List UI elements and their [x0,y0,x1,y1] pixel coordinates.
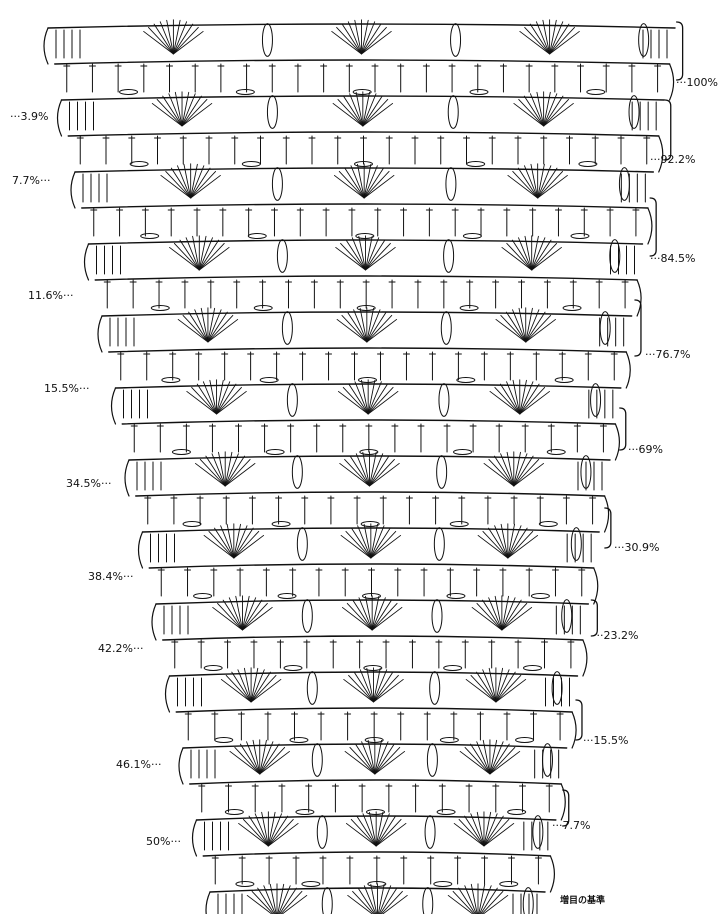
pattern-row [121,419,621,461]
shell-stitch [220,667,318,705]
row-bracket [604,507,612,549]
pattern-row [151,595,590,641]
right-label-7: ···7.7% [552,819,590,832]
right-label-69: ···69% [628,443,663,456]
row-bracket [664,99,672,161]
left-label-42: 42.2%··· [98,642,143,655]
row-bracket [619,407,627,451]
shell-stitch [194,451,303,489]
shell-stitch [333,163,457,201]
pattern-row [94,275,642,317]
increase-reference-caption: 増目の基準 [560,894,605,906]
shell-stitch [212,595,313,633]
shell-stitch [344,739,438,777]
shell-stitch [151,91,278,129]
shell-stitch [335,235,455,273]
shell-stitch [513,91,640,129]
shell-stitch [341,595,443,633]
shell-stitch [169,235,288,273]
row-bracket [649,197,657,257]
right-label-76: ···76.7% [645,348,690,361]
row-bracket [634,299,642,357]
shell-stitch [477,523,582,561]
shell-stitch [332,91,459,129]
left-label-7: 7.7%··· [12,174,50,187]
shell-stitch [501,235,621,273]
shell-stitch [465,667,563,705]
right-label-84: ···84.5% [650,252,695,265]
shell-stitch [459,739,553,777]
shell-stitch [471,595,573,633]
shell-stitch [347,883,434,914]
shell-stitch [336,307,452,345]
pattern-row [162,635,588,677]
shell-stitch [453,811,544,849]
shell-stitch [495,307,611,345]
row-bracket [562,789,570,827]
shell-stitch [343,667,441,705]
left-label-15: 15.5%··· [44,382,89,395]
shell-stitch [345,811,436,849]
pattern-row [124,451,611,497]
pattern-row [97,307,633,353]
row-bracket [575,699,583,741]
shell-stitch [519,19,650,57]
shell-stitch [337,379,450,417]
row-bracket [675,21,684,81]
pattern-rows [43,19,676,914]
pattern-row [83,235,644,281]
right-label-23: ···23.2% [593,629,638,642]
left-label-46: 46.1%··· [116,758,161,771]
pattern-row [178,739,568,785]
shell-stitch [507,163,630,201]
pattern-row [43,19,676,65]
shell-stitch [489,379,602,417]
pattern-row [56,91,665,137]
pattern-row [189,779,566,821]
pattern-row [175,707,577,749]
left-label-34: 34.5%··· [66,477,111,490]
shell-stitch [331,19,462,57]
shell-stitch [483,451,592,489]
pattern-row [191,811,557,857]
pattern-row [205,883,546,914]
pattern-row [110,379,622,425]
left-label-50: 50%··· [146,835,181,848]
pattern-row [70,163,655,209]
shell-stitch [238,811,328,849]
pattern-row [148,563,599,605]
shell-stitch [229,739,323,777]
pattern-row [54,59,675,101]
shell-stitch [177,307,293,345]
right-label-92: ···92.2% [650,153,695,166]
pattern-row [135,491,610,533]
pattern-row [81,203,653,245]
pattern-row [164,667,579,713]
pattern-row [108,347,631,389]
row-brackets [562,21,684,827]
left-label-38: 38.4%··· [88,570,133,583]
pattern-row [202,851,556,893]
shell-stitch [203,523,308,561]
shell-stitch [186,379,298,417]
pattern-row [137,523,600,569]
shell-stitch [339,451,448,489]
shell-stitch [340,523,445,561]
left-label-3: ···3.9% [10,110,48,123]
left-label-11: 11.6%··· [28,289,73,302]
right-label-100: ···100% [676,76,718,89]
shell-stitch [143,19,273,57]
row-bracket [590,599,598,637]
pattern-row [67,131,664,173]
shell-stitch [160,163,283,201]
right-label-15: ···15.5% [583,734,628,747]
right-label-30: ···30.9% [614,541,659,554]
